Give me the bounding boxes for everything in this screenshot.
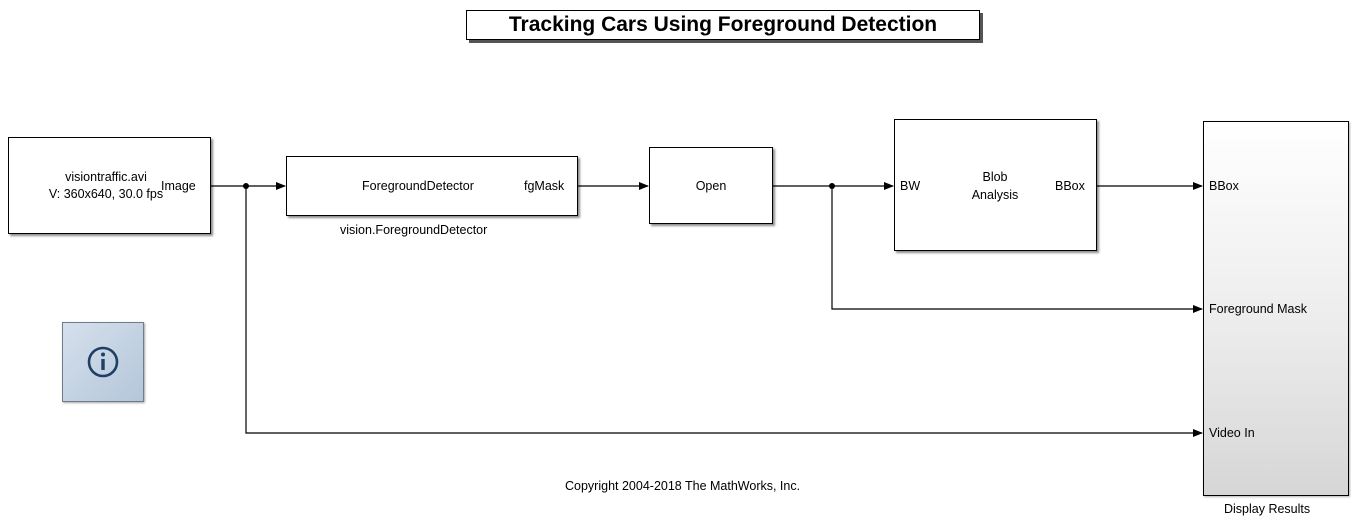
port-video-in: Video In	[1209, 426, 1255, 440]
display-results-block[interactable]	[1203, 121, 1349, 496]
diagram-title: Tracking Cars Using Foreground Detection	[466, 10, 980, 40]
open-block[interactable]	[649, 147, 773, 224]
video-source-filename: visiontraffic.avi	[65, 170, 147, 184]
branch-point-open	[829, 183, 835, 189]
video-source-format: V: 360x640, 30.0 fps	[48, 187, 164, 201]
port-fgmask: fgMask	[524, 179, 565, 193]
port-bw: BW	[900, 179, 921, 193]
info-icon	[87, 346, 119, 378]
foreground-detector-block[interactable]	[286, 156, 578, 216]
port-bbox-out: BBox	[1055, 179, 1085, 193]
blob-analysis-label-line2: Analysis	[971, 188, 1019, 202]
display-results-caption: Display Results	[1224, 502, 1311, 516]
open-block-label: Open	[695, 179, 727, 193]
blob-analysis-block[interactable]	[894, 119, 1097, 251]
port-image: Image	[161, 179, 196, 193]
wire-open-to-foreground-mask[interactable]	[831, 186, 1203, 313]
video-source-block[interactable]	[8, 137, 211, 234]
foreground-detector-caption: vision.ForegroundDetector	[340, 223, 488, 237]
copyright-text: Copyright 2004-2018 The MathWorks, Inc.	[565, 479, 801, 493]
info-button[interactable]	[62, 322, 144, 402]
branch-point-image	[243, 183, 249, 189]
foreground-detector-label: ForegroundDetector	[362, 179, 474, 193]
port-foreground-mask: Foreground Mask	[1209, 302, 1307, 316]
port-bbox-in: BBox	[1209, 179, 1239, 193]
blob-analysis-label-line1: Blob	[982, 170, 1008, 184]
wire-image-to-video-in[interactable]	[245, 186, 1203, 437]
